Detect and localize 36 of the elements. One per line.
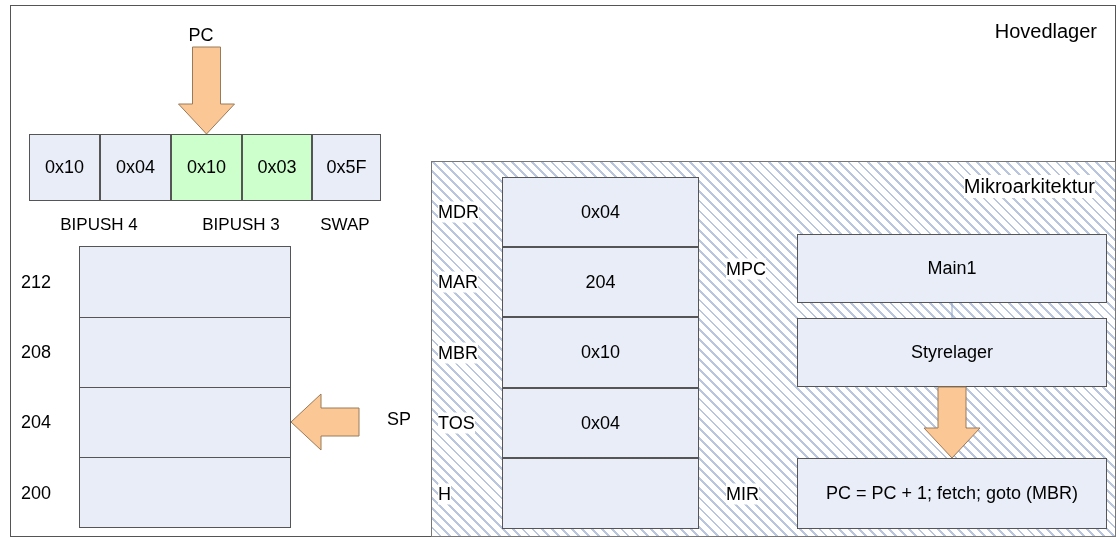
memory-frame bbox=[10, 5, 1116, 537]
register-name: TOS bbox=[438, 412, 475, 434]
memory-cell: 0x5F bbox=[312, 134, 381, 201]
register-box: Main1 bbox=[797, 234, 1107, 303]
memory-cell: 0x10 bbox=[171, 134, 242, 201]
block-arrow bbox=[290, 393, 360, 451]
register-name: MBR bbox=[438, 342, 478, 363]
panel-title: Mikroarkitektur bbox=[963, 175, 1095, 198]
register-name: MIR bbox=[726, 483, 759, 504]
register-box: PC = PC + 1; fetch; goto (MBR) bbox=[797, 458, 1107, 529]
address-label: 212 bbox=[21, 271, 52, 292]
register-box: 0x04 bbox=[502, 177, 699, 247]
pointer-label: SP bbox=[379, 407, 419, 431]
register-name: H bbox=[438, 483, 451, 504]
hatched-panel bbox=[431, 161, 1116, 537]
address-label: 204 bbox=[21, 411, 52, 433]
block-arrow bbox=[178, 46, 235, 135]
instruction-label: SWAP bbox=[320, 215, 370, 235]
instruction-label: BIPUSH 3 bbox=[202, 215, 280, 235]
register-name: MDR bbox=[438, 201, 479, 223]
pointer-label: PC bbox=[181, 23, 221, 47]
register-name: MPC bbox=[726, 258, 766, 279]
register-box: 204 bbox=[502, 247, 699, 317]
address-label: 208 bbox=[21, 341, 52, 363]
memory-cell: 0x04 bbox=[100, 134, 171, 201]
block-arrow bbox=[923, 386, 981, 459]
memory-cell: Styrelager bbox=[797, 318, 1107, 387]
instruction-label: BIPUSH 4 bbox=[60, 215, 138, 235]
register-name: MAR bbox=[438, 271, 478, 293]
register-box: 0x04 bbox=[502, 388, 699, 458]
frame-title: Hovedlager bbox=[994, 20, 1097, 43]
register-box: 0x10 bbox=[502, 317, 699, 388]
connector-line bbox=[951, 302, 953, 319]
memory-cell: 0x10 bbox=[29, 134, 100, 201]
address-label: 200 bbox=[21, 482, 52, 503]
memory-cell: 0x03 bbox=[242, 134, 312, 201]
